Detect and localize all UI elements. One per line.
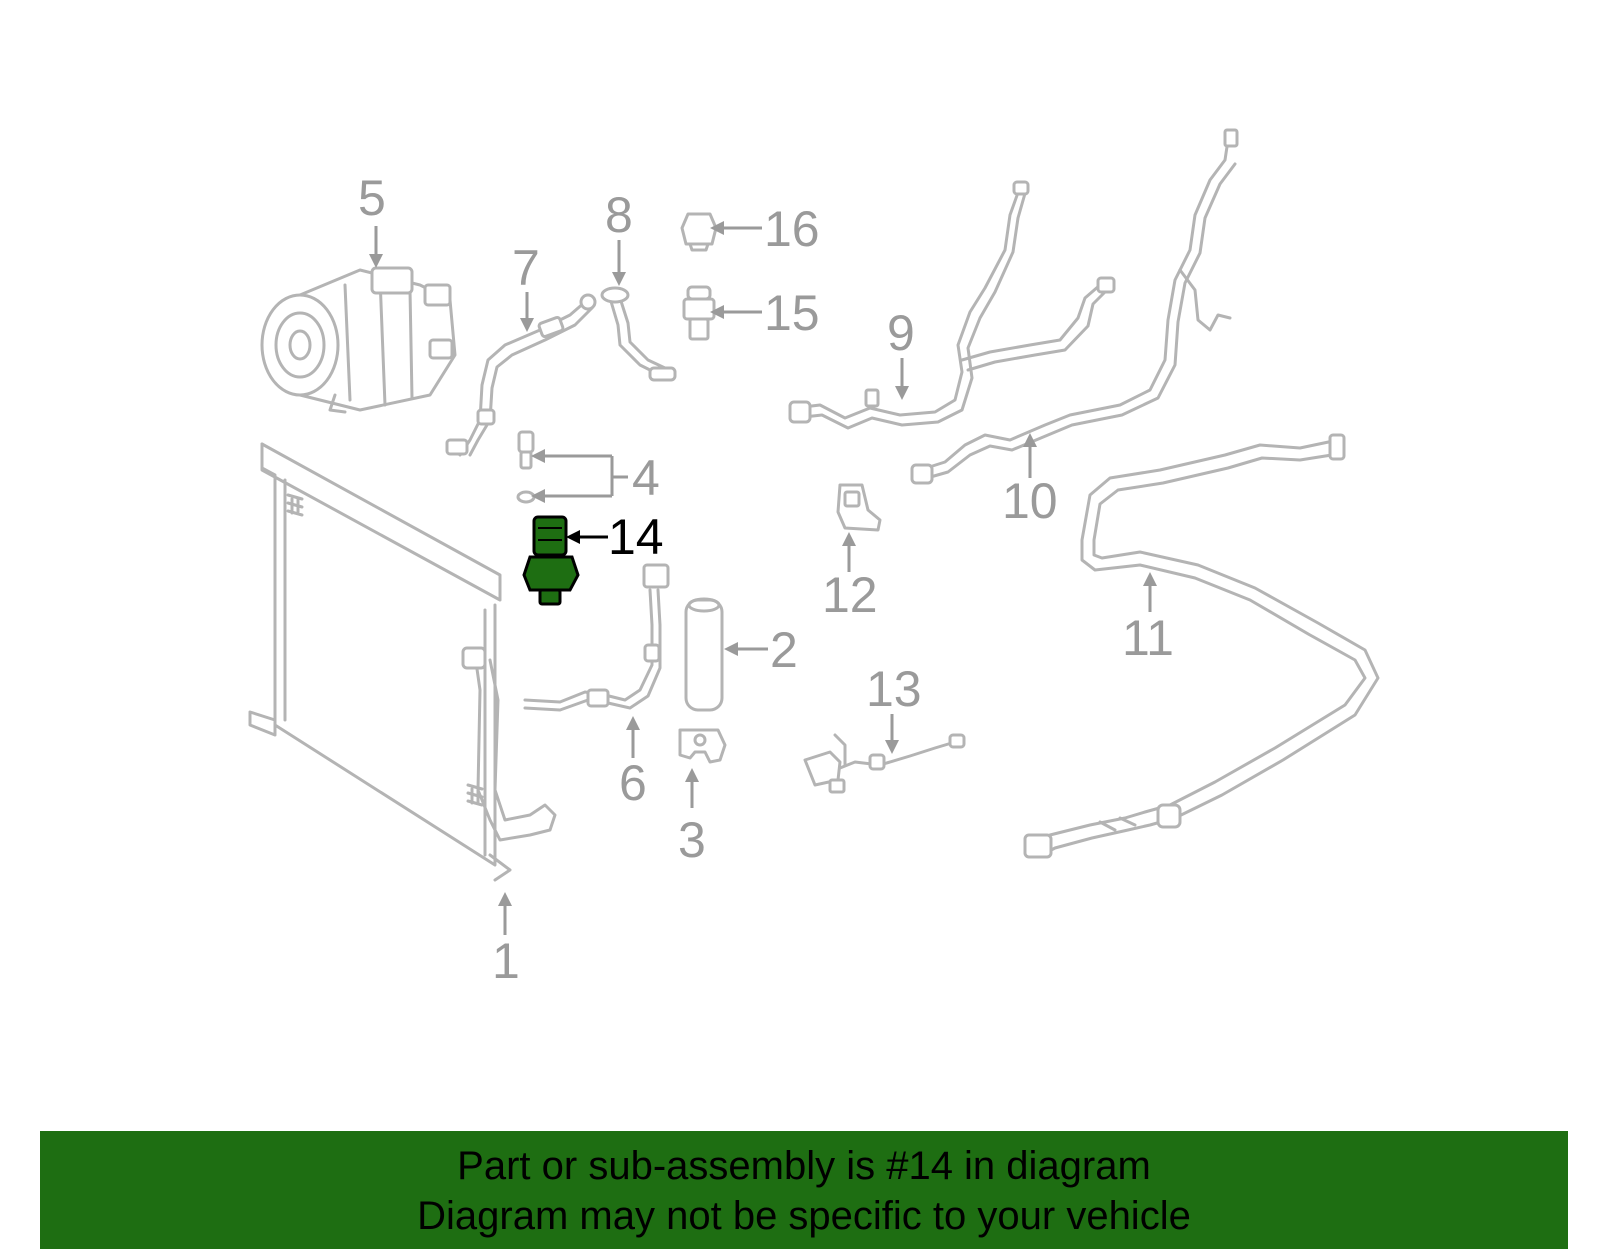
callout-6: 6	[619, 716, 647, 811]
svg-text:4: 4	[632, 450, 660, 506]
part-6-hose[interactable]	[523, 563, 670, 712]
callout-10: 10	[1002, 433, 1058, 529]
part-10-hose[interactable]	[910, 128, 1239, 485]
callout-9: 9	[887, 305, 915, 400]
svg-text:1: 1	[492, 933, 520, 989]
svg-text:6: 6	[619, 755, 647, 811]
callout-7: 7	[512, 240, 540, 332]
callout-2: 2	[724, 622, 798, 678]
svg-text:5: 5	[358, 170, 386, 226]
part-14-sensor[interactable]	[522, 515, 580, 606]
part-12-bracket[interactable]	[836, 483, 882, 532]
footer-line-1: Part or sub-assembly is #14 in diagram	[457, 1144, 1151, 1188]
callout-1: 1	[492, 892, 520, 989]
svg-text:7: 7	[512, 240, 540, 296]
svg-text:15: 15	[764, 285, 820, 341]
callout-16: 16	[710, 201, 820, 257]
part-9-hose[interactable]	[788, 180, 1116, 430]
svg-text:3: 3	[678, 812, 706, 868]
callout-8: 8	[605, 187, 633, 286]
part-3-bracket[interactable]	[678, 728, 727, 764]
svg-text:16: 16	[764, 201, 820, 257]
part-13-sensor[interactable]	[803, 733, 966, 794]
footer-banner: Part or sub-assembly is #14 in diagram D…	[40, 1131, 1568, 1249]
callout-4: 4	[531, 449, 660, 506]
svg-text:14: 14	[608, 509, 664, 565]
footer-line-2: Diagram may not be specific to your vehi…	[417, 1194, 1191, 1238]
part-1-condenser[interactable]	[248, 442, 557, 882]
svg-text:9: 9	[887, 305, 915, 361]
callout-11: 11	[1122, 572, 1174, 666]
part-4-switch[interactable]	[516, 430, 536, 504]
svg-text:12: 12	[822, 567, 878, 623]
part-11-hose[interactable]	[1023, 433, 1380, 859]
svg-text:13: 13	[866, 661, 922, 717]
part-5-compressor[interactable]	[260, 266, 457, 414]
part-15-valve[interactable]	[682, 285, 716, 341]
svg-text:2: 2	[770, 622, 798, 678]
part-7-hose[interactable]	[445, 293, 597, 457]
svg-text:8: 8	[605, 187, 633, 243]
callout-3: 3	[678, 768, 706, 868]
callout-12: 12	[822, 532, 878, 623]
svg-text:11: 11	[1122, 610, 1174, 666]
part-8-hose[interactable]	[600, 286, 677, 382]
part-16-cap[interactable]	[680, 212, 718, 252]
part-2-drier[interactable]	[684, 597, 724, 712]
callout-15: 15	[710, 285, 820, 341]
callout-14: 14	[566, 509, 664, 565]
callout-13: 13	[866, 661, 922, 754]
callout-5: 5	[358, 170, 386, 268]
svg-text:10: 10	[1002, 473, 1058, 529]
